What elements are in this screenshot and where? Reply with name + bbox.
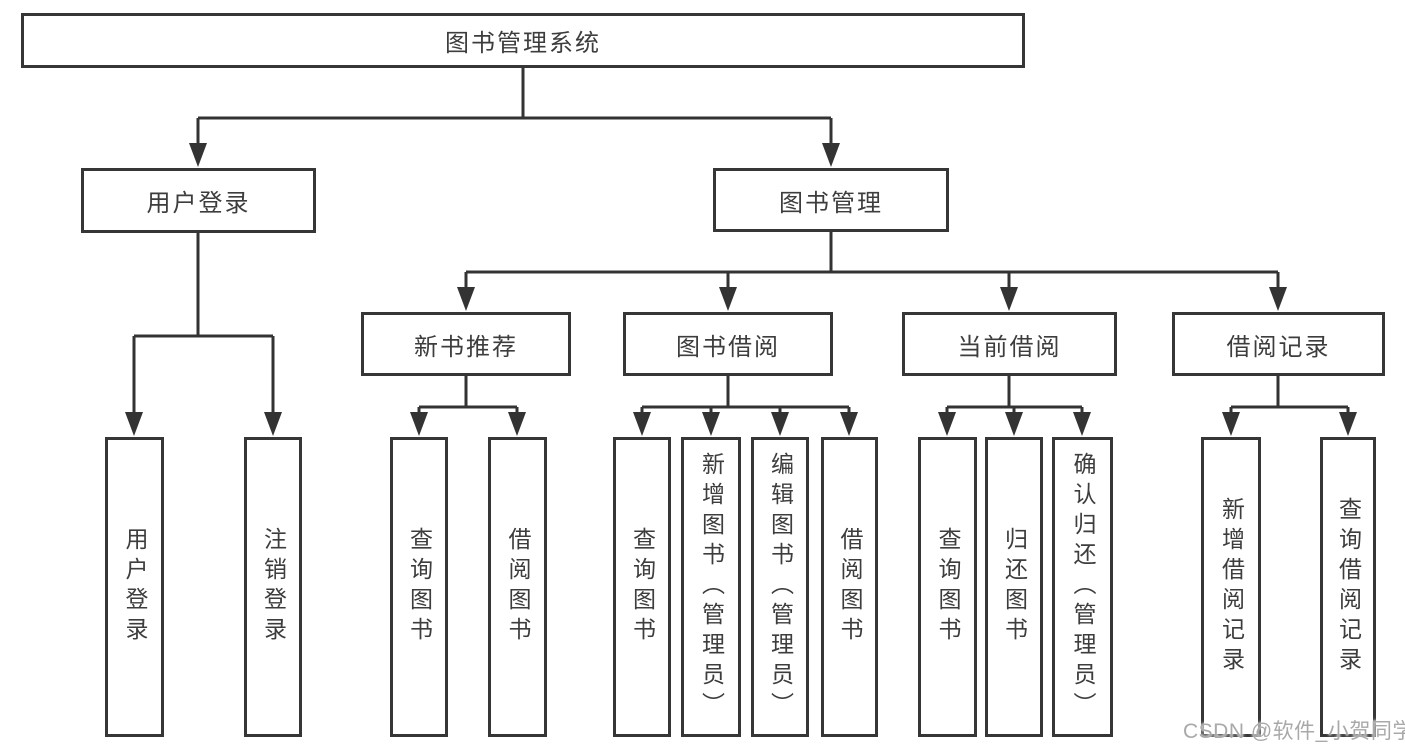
node-new-book-recommend-label: 新书推荐 <box>414 333 518 361</box>
leaf-user-login-label: 用户登录 <box>122 527 148 647</box>
node-borrow-record: 借阅记录 <box>1172 312 1385 376</box>
leaf-record-add-record: 新增借阅记录 <box>1201 437 1261 737</box>
node-new-book-recommend: 新书推荐 <box>361 312 571 376</box>
connector-book-management-to-level2 <box>464 232 1280 294</box>
node-book-management: 图书管理 <box>713 168 949 232</box>
connector-borrow-record-to-leaves <box>1229 376 1350 419</box>
arrowhead <box>822 143 840 167</box>
leaf-borrow-add-books: 新增图书（管理员） <box>681 437 741 737</box>
leaf-borrow-borrow-books: 借阅图书 <box>821 437 878 737</box>
leaf-record-query-record: 查询借阅记录 <box>1320 437 1376 737</box>
arrowhead <box>771 412 789 436</box>
arrowhead <box>457 287 475 311</box>
leaf-current-return-books-label: 归还图书 <box>1001 527 1028 647</box>
arrowhead <box>1222 412 1240 436</box>
arrowhead <box>840 412 858 436</box>
node-book-management-label: 图书管理 <box>779 189 883 217</box>
leaf-current-confirm-return: 确认归还（管理员） <box>1052 437 1113 737</box>
connector-new-book-recommend-to-leaves <box>417 376 519 419</box>
node-root: 图书管理系统 <box>21 13 1025 68</box>
leaf-record-add-record-label: 新增借阅记录 <box>1218 497 1245 677</box>
leaf-borrow-edit-books: 编辑图书（管理员） <box>751 437 809 737</box>
arrowhead <box>719 287 737 311</box>
node-book-borrow-label: 图书借阅 <box>676 333 780 361</box>
node-user-login: 用户登录 <box>81 168 316 233</box>
arrowhead <box>125 412 143 436</box>
node-current-borrow: 当前借阅 <box>902 312 1117 376</box>
node-book-borrow: 图书借阅 <box>623 312 833 376</box>
leaf-borrow-query-books-label: 查询图书 <box>629 527 656 647</box>
leaf-current-query-books-label: 查询图书 <box>935 527 961 647</box>
connector-root-to-level1 <box>196 68 833 150</box>
arrowhead <box>264 412 282 436</box>
node-user-login-label: 用户登录 <box>146 190 251 217</box>
arrowhead <box>410 412 428 436</box>
leaf-borrow-borrow-books-label: 借阅图书 <box>837 527 863 647</box>
leaf-recommend-query-books-label: 查询图书 <box>406 527 433 647</box>
node-borrow-record-label: 借阅记录 <box>1226 333 1331 361</box>
arrowhead <box>1339 412 1357 436</box>
node-current-borrow-label: 当前借阅 <box>957 333 1062 361</box>
arrowhead <box>508 412 526 436</box>
leaf-logout-label: 注销登录 <box>260 527 287 647</box>
leaf-user-login: 用户登录 <box>105 437 164 737</box>
arrowhead <box>1073 412 1091 436</box>
leaf-logout: 注销登录 <box>244 437 302 737</box>
leaf-recommend-query-books: 查询图书 <box>390 437 448 737</box>
arrowhead <box>189 143 207 167</box>
leaf-current-return-books: 归还图书 <box>985 437 1043 737</box>
arrowhead <box>1005 412 1023 436</box>
node-root-label: 图书管理系统 <box>445 30 601 57</box>
leaf-current-confirm-return-label: 确认归还（管理员） <box>1070 452 1096 722</box>
leaf-record-query-record-label: 查询借阅记录 <box>1335 497 1362 677</box>
connector-book-borrow-to-leaves <box>640 376 851 419</box>
leaf-borrow-query-books: 查询图书 <box>613 437 671 737</box>
arrowhead <box>702 412 720 436</box>
connector-user-login-to-leaves <box>132 233 275 419</box>
arrowhead <box>1269 287 1287 311</box>
leaf-borrow-add-books-label: 新增图书（管理员） <box>698 452 725 722</box>
arrowhead <box>1000 287 1018 311</box>
leaf-current-query-books: 查询图书 <box>918 437 977 737</box>
csdn-watermark: CSDN @软件_小贺同学 <box>1183 720 1405 743</box>
leaf-recommend-borrow-books: 借阅图书 <box>488 437 547 737</box>
arrowhead <box>633 412 651 436</box>
leaf-borrow-edit-books-label: 编辑图书（管理员） <box>767 452 794 722</box>
leaf-recommend-borrow-books-label: 借阅图书 <box>505 527 531 647</box>
arrowhead <box>938 412 956 436</box>
